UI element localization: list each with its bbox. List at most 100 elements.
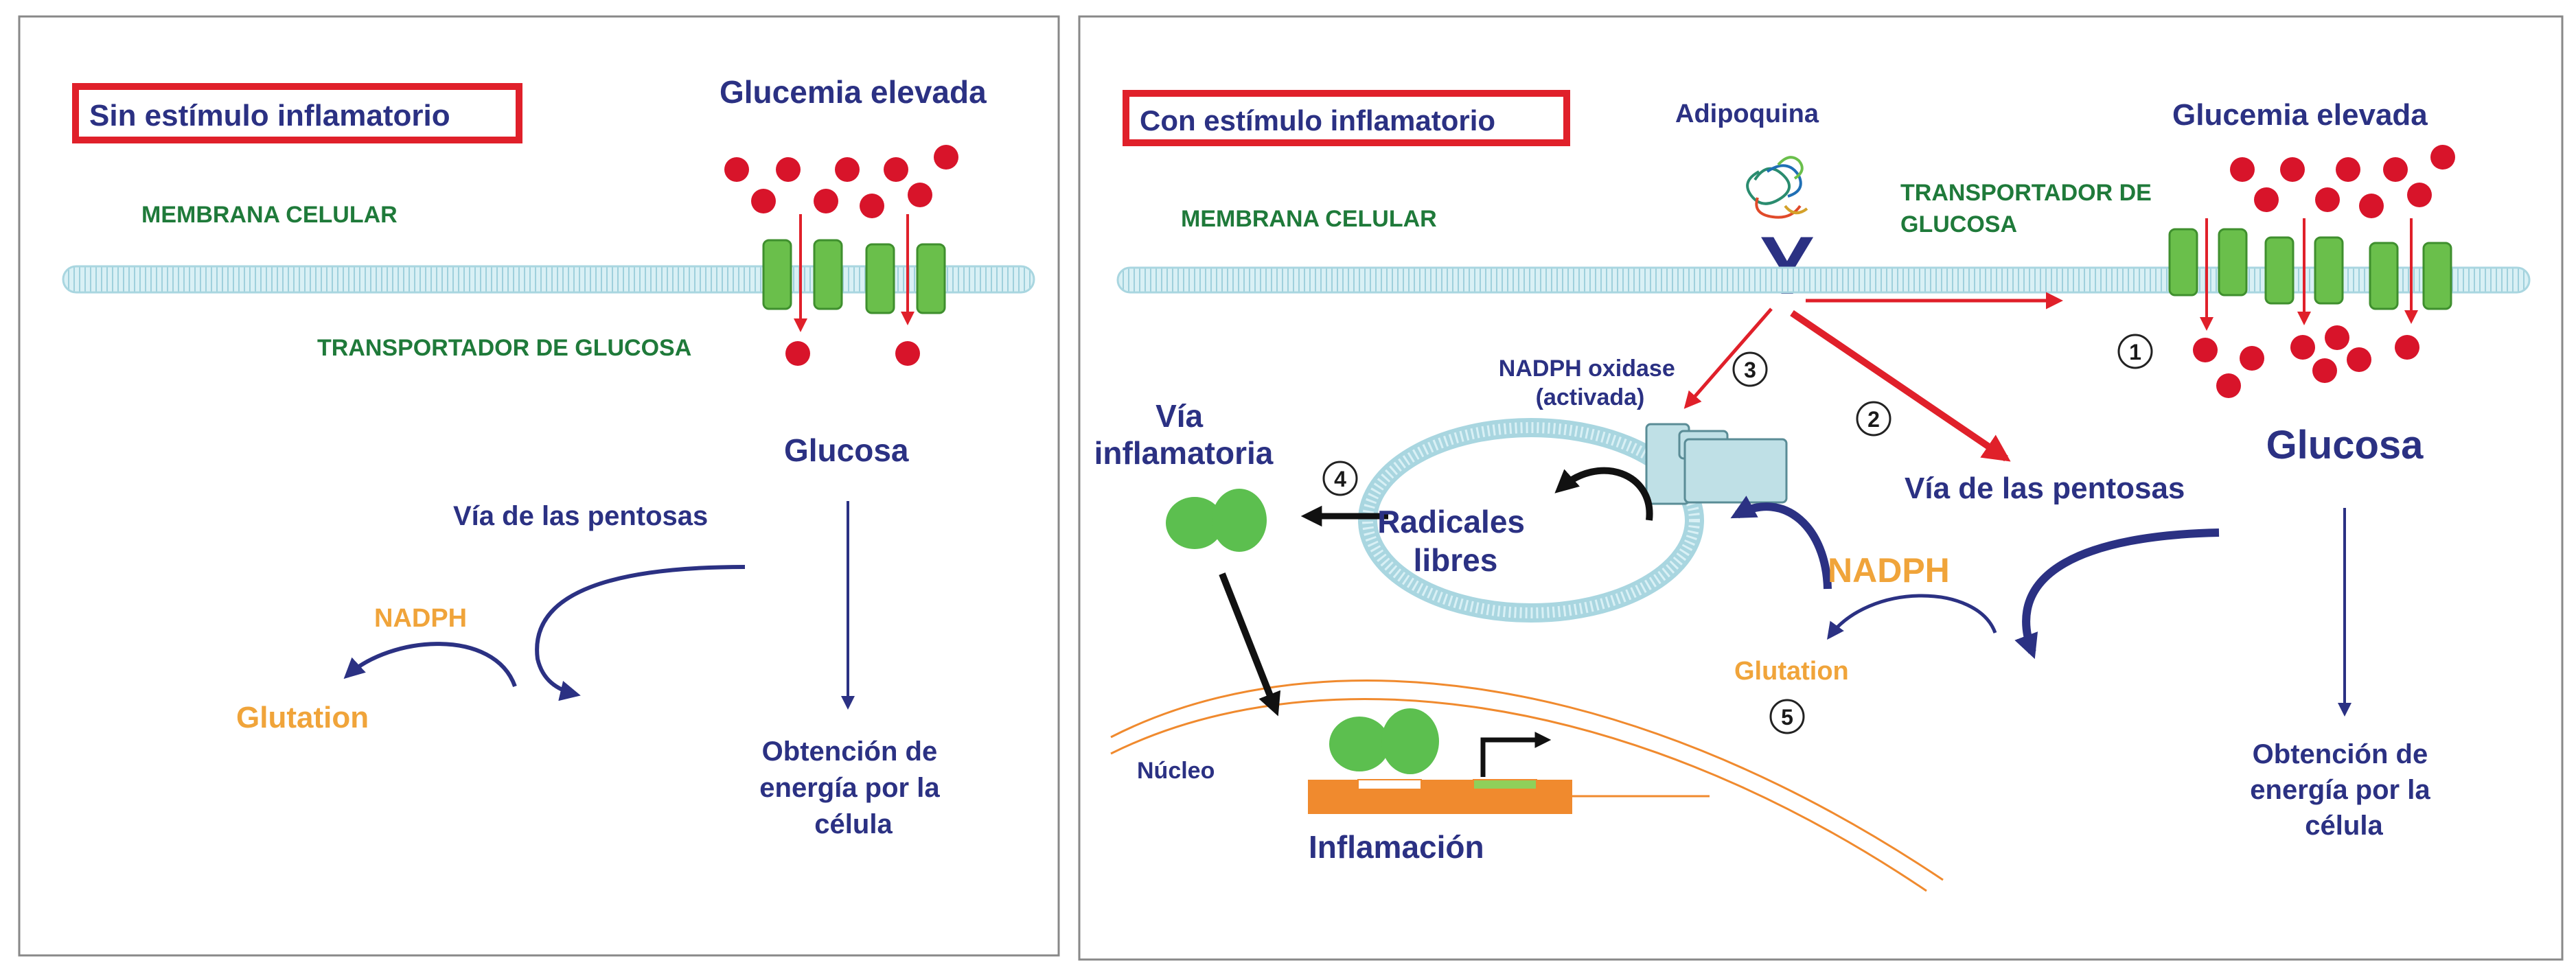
right-glucose-dots-inside <box>2193 325 2419 398</box>
tf-subunit <box>1329 717 1390 771</box>
dna-binding-site <box>1357 779 1422 790</box>
glucose-transporter <box>2314 236 2344 305</box>
glucose-transporter <box>2422 242 2452 310</box>
radicals-line: libres <box>1414 542 1498 578</box>
nadph-oxidase-icon <box>1645 423 1788 505</box>
left-glycemia-label: Glucemia elevada <box>720 74 987 110</box>
step-5-number: 5 <box>1781 705 1793 730</box>
right-pentose-label: Vía de las pentosas <box>1905 472 2185 505</box>
glucose-molecule <box>2280 157 2305 182</box>
right-nadph-label: NADPH <box>1828 551 1950 590</box>
right-pentose-curve-arrow <box>2014 528 2220 660</box>
energy-line: célula <box>2305 811 2383 841</box>
right-transporter-label: TRANSPORTADOR DE GLUCOSA <box>1900 180 2158 237</box>
left-glucose-dots-outside <box>724 145 958 218</box>
energy-line: energía por la <box>2250 775 2430 805</box>
glucose-transporter <box>2369 242 2399 310</box>
glucose-molecule <box>2315 187 2340 212</box>
nadph-to-oxidase-arrow <box>1730 496 1832 590</box>
left-pentose-curve-arrow <box>535 565 746 701</box>
glucose-molecule <box>2240 346 2264 371</box>
glucose-molecule <box>908 183 932 207</box>
transcription-factor-icon <box>1166 489 1267 552</box>
adipokine-receptor-icon: Y <box>1760 220 1815 312</box>
glucose-molecule <box>2290 335 2315 360</box>
oxidase-subunit <box>1683 438 1788 504</box>
right-title-box <box>1123 90 1570 146</box>
nucleus-envelope <box>1110 698 1927 892</box>
energy-line: energía por la <box>759 773 940 803</box>
step-3-marker <box>1732 351 1768 387</box>
right-glucose-transporters <box>2168 228 2452 310</box>
glucose-molecule <box>884 157 908 182</box>
right-membrane-label: MEMBRANA CELULAR <box>1181 206 1437 232</box>
right-nadph-curve-arrow <box>1827 594 1997 640</box>
free-radicals-label: Radicales libres <box>1377 504 1534 578</box>
glucose-molecule <box>860 194 884 218</box>
glucose-molecule <box>2336 157 2360 182</box>
left-panel-frame <box>18 15 1060 957</box>
left-pentose-label: Vía de las pentosas <box>453 501 708 531</box>
left-nadph-label: NADPH <box>374 604 467 633</box>
right-energy-label: Obtención de energía por la célula <box>2250 739 2437 841</box>
right-glycemia-label: Glucemia elevada <box>2172 98 2428 132</box>
glucose-molecule <box>2193 338 2218 362</box>
glucose-molecule <box>2395 335 2419 360</box>
glucose-transporter <box>916 243 946 314</box>
glucose-molecule <box>751 189 776 213</box>
step-4-number: 4 <box>1334 467 1346 491</box>
right-glucose-label: Glucosa <box>2266 423 2424 467</box>
glucose-molecule <box>2430 145 2455 170</box>
right-glutathione-label: Glutation <box>1734 657 1849 686</box>
inflammatory-path-label: Vía inflamatoria <box>1094 398 1274 471</box>
left-panel: Sin estímulo inflamatorio Glucemia eleva… <box>18 15 1060 957</box>
step-2-marker <box>1856 401 1891 437</box>
nucleus-envelope <box>1110 679 1944 881</box>
inflammatory-to-nucleus-arrow <box>1219 572 1281 717</box>
glucose-transporter <box>865 243 895 314</box>
inflammation-label: Inflamación <box>1309 829 1484 865</box>
receptor-to-oxidase-arrow <box>1683 307 1773 409</box>
left-transporter-label: TRANSPORTADOR DE GLUCOSA <box>317 335 691 361</box>
nadph-oxidase-label: NADPH oxidase (activada) <box>1499 356 1681 410</box>
glucose-molecule <box>2216 373 2241 398</box>
step-2-number: 2 <box>1867 407 1880 432</box>
oxidase-line: (activada) <box>1536 384 1645 410</box>
left-membrane-label: MEMBRANA CELULAR <box>141 202 398 228</box>
glucose-molecule <box>2230 157 2255 182</box>
step-4-marker <box>1322 461 1358 496</box>
glucose-molecule <box>2383 157 2408 182</box>
adipokine-label: Adipoquina <box>1675 100 1819 128</box>
glucose-transporter <box>762 239 792 310</box>
left-glutathione-label: Glutation <box>236 701 369 734</box>
right-panel: Con estímulo inflamatorio Adipoquina Y G… <box>1078 15 2564 961</box>
inflammatory-line: Vía <box>1155 398 1203 434</box>
energy-line: Obtención de <box>2253 739 2428 769</box>
glucose-molecule <box>835 157 860 182</box>
tf-subunit <box>1166 497 1223 549</box>
tf-subunit <box>1212 489 1267 552</box>
left-energy-label: Obtención de energía por la célula <box>759 736 947 839</box>
glucose-molecule <box>724 157 749 182</box>
bound-transcription-factor-icon <box>1329 708 1439 774</box>
left-glucose-transporters <box>762 239 946 314</box>
energy-line: Obtención de <box>762 736 938 767</box>
step-3-number: 3 <box>1744 358 1756 382</box>
nucleus-label: Núcleo <box>1137 758 1215 784</box>
glucose-molecule <box>814 189 838 213</box>
right-title: Con estímulo inflamatorio <box>1140 104 1495 137</box>
transcription-start-arrow <box>1480 732 1552 777</box>
glucose-molecule <box>2347 347 2371 372</box>
glucose-molecule <box>776 157 801 182</box>
right-glucose-dots-outside <box>2230 145 2455 218</box>
transporter-line: GLUCOSA <box>1900 211 2017 237</box>
step-1-marker <box>2117 334 2153 369</box>
energy-line: célula <box>814 809 893 839</box>
glucose-molecule <box>2325 325 2349 350</box>
glucose-molecule <box>934 145 958 170</box>
adipokine-protein-icon <box>1746 156 1808 219</box>
left-glucose-label: Glucosa <box>784 432 909 468</box>
glucose-transporter <box>813 239 843 310</box>
receptor-to-pentose-arrow <box>1790 310 2011 462</box>
